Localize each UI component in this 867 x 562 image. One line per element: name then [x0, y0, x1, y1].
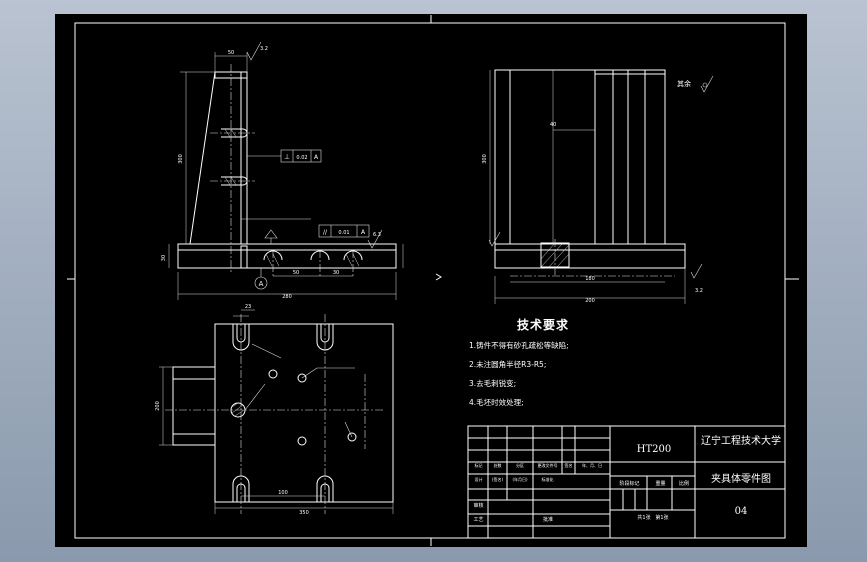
stage-header: 阶段标记 重量 比例 — [611, 480, 695, 487]
roughness-symbol-3 — [690, 263, 703, 279]
review-label: 审核 — [473, 503, 484, 509]
top-hole-3 — [297, 436, 307, 446]
front-slot-upper — [221, 128, 248, 138]
row-label-sign: 签名 — [564, 463, 573, 468]
row-label-zone: 分区 — [516, 463, 524, 468]
roughness-value-2: 6.3 — [373, 232, 381, 238]
approve-label: 批准 — [542, 517, 553, 523]
front-upright — [189, 71, 248, 245]
top-hole-1 — [268, 369, 278, 379]
front-view — [168, 41, 404, 300]
tech-requirements-title: 技术要求 — [517, 318, 570, 332]
stage-mark-label: 阶段标记 — [619, 481, 640, 487]
front-base — [177, 243, 397, 269]
tech-req-item-3: 3.去毛刺锐变; — [469, 379, 517, 388]
standardization-label: 标准化 — [541, 477, 554, 482]
tech-req-item-1: 1.铸件不得有砂孔疏松等缺陷; — [469, 341, 569, 350]
tolerance-frame-1 — [280, 149, 322, 163]
roughness-default-symbol — [700, 75, 714, 93]
dim-side-inner: 180 — [585, 276, 595, 282]
dim-top-offset: 100 — [278, 490, 288, 496]
dim-front-height: 300 — [178, 154, 184, 164]
top-outline — [214, 323, 394, 503]
side-view — [488, 69, 714, 304]
tol-2-datum: A — [361, 229, 366, 236]
row-label-doc: 更改文件号 — [537, 463, 558, 468]
dim-top-small: 23 — [245, 304, 251, 310]
design-row: 设计 (签名) (年月日) 标准化 — [469, 477, 611, 483]
dim-front-pocket-1: 50 — [293, 270, 299, 276]
datum-marker — [264, 229, 278, 239]
top-hole-2 — [297, 373, 307, 383]
roughness-value-1: 3.2 — [260, 46, 268, 52]
tech-requirements: 技术要求 1.铸件不得有砂孔疏松等缺陷; 2.未注圆角半径R3-R5; 3.去毛… — [469, 316, 769, 408]
row-label-mark: 标记 — [474, 463, 483, 468]
title-block — [467, 425, 786, 539]
tolerance-frame-2 — [318, 224, 370, 238]
dim-front-base: 30 — [161, 255, 167, 261]
school-name: 辽宁工程技术大学 — [701, 436, 781, 447]
drawing-sheet: 280 300 50 30 50 30 A ⊥ 0.02 A // 0.01 A… — [55, 14, 807, 547]
top-upright — [172, 366, 216, 446]
dim-front-width: 280 — [282, 294, 292, 300]
side-base — [494, 243, 686, 269]
row-label-date: 年、月、日 — [582, 463, 602, 468]
part-name: 夹具体零件图 — [711, 474, 771, 485]
top-slot-3 — [232, 475, 250, 502]
tech-req-item-2: 2.未注圆角半径R3-R5; — [469, 360, 547, 369]
front-slot-lower — [221, 176, 248, 186]
tol-1-datum: A — [314, 154, 319, 161]
drawing-number: 04 — [734, 506, 748, 517]
scale-label: 比例 — [678, 481, 689, 487]
weight-label: 重量 — [655, 481, 666, 487]
dim-side-height: 300 — [482, 154, 488, 164]
dim-top-length: 200 — [155, 401, 161, 411]
top-slot-4 — [316, 475, 334, 502]
roughness-value-3: 3.2 — [695, 288, 703, 294]
roughness-symbol-1 — [246, 41, 262, 61]
tech-req-item-4: 4.毛坯时效处理; — [469, 398, 524, 407]
tol-2-symbol: // — [323, 229, 328, 236]
orientation-mark — [435, 273, 442, 281]
row-labels: 标记 处数 分区 更改文件号 签名 年、月、日 — [469, 463, 611, 473]
material: HT200 — [636, 444, 672, 455]
design-date: (年月日) — [512, 477, 528, 482]
tol-2-value: 0.01 — [338, 230, 349, 236]
top-view — [159, 309, 394, 514]
dim-front-slot: 50 — [228, 50, 234, 56]
section-label: A — [259, 280, 264, 288]
tol-1-value: 0.02 — [296, 155, 307, 161]
tol-1-symbol: ⊥ — [284, 153, 290, 161]
top-hole-4 — [347, 432, 357, 442]
dim-front-pocket-2: 30 — [333, 270, 339, 276]
row-label-count: 处数 — [493, 463, 502, 468]
side-upright — [494, 69, 666, 245]
section-marker — [254, 276, 268, 290]
sheet-info: 共1张 第1张 — [637, 515, 669, 521]
surface-note: 其余 — [677, 79, 691, 88]
inner-border — [74, 22, 786, 539]
cad-drawing: 280 300 50 30 50 30 A ⊥ 0.02 A // 0.01 A… — [67, 15, 799, 546]
dim-side-width: 200 — [585, 298, 595, 304]
design-sign: (签名) — [491, 477, 504, 482]
dim-top-width: 350 — [299, 510, 309, 516]
design-label: 设计 — [474, 477, 483, 482]
dim-side-mid: 40 — [550, 122, 556, 128]
process-label: 工艺 — [473, 517, 484, 523]
